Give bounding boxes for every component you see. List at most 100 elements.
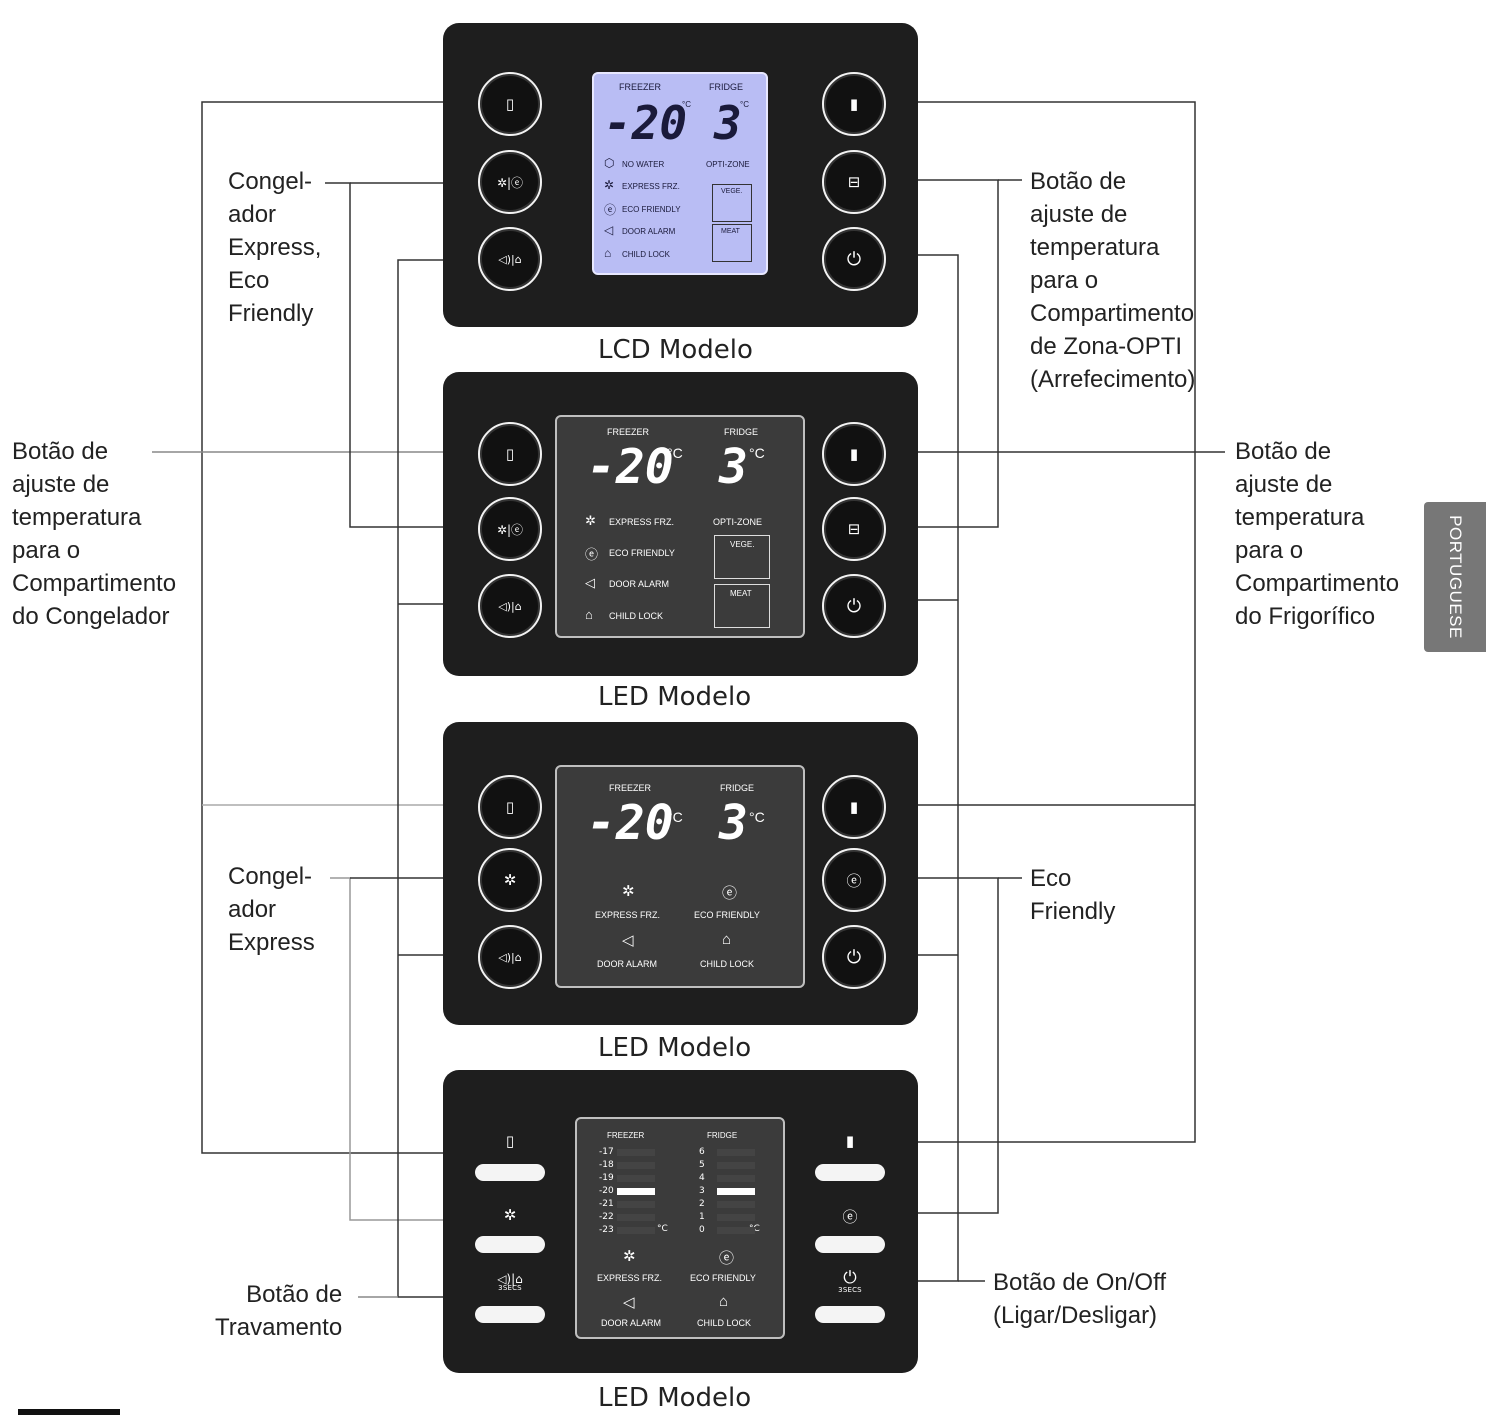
power-button[interactable] [815,1306,885,1323]
eco-friendly-label: ECO FRIENDLY [609,548,675,558]
freezer-level-bar [617,1188,655,1195]
annotation-express-eco: Congel- ador Express, Eco Friendly [228,168,322,327]
alarm-lock-button[interactable]: ◁)|⌂ [478,227,542,291]
power-button[interactable]: ⏻ [822,574,886,638]
eco-button[interactable]: ⓔ [822,848,886,912]
caption-lcd: LCD Modelo [598,335,753,365]
express-eco-button[interactable]: ✲|ⓔ [478,497,542,561]
opti-zone-button[interactable]: ⊟ [822,150,886,214]
power-button[interactable]: ⏻ [822,925,886,989]
freezer-icon: ▯ [505,445,515,463]
fridge-temp: 3 [719,439,748,495]
hold-label: 3SECS [498,1284,522,1292]
fridge-temp-button[interactable]: ▮ [822,422,886,486]
freezer-temp-button[interactable]: ▯ [478,72,542,136]
freezer-unit: °C [667,809,683,825]
no-water-label: NO WATER [622,160,665,169]
led-display: FREEZER FRIDGE -20 °C 3 °C ✲ EXPRESS FRZ… [555,415,805,638]
opti-zone-label: OPTI-ZONE [706,160,750,169]
door-alarm-label: DOOR ALARM [597,959,658,969]
alarm-lock-button[interactable] [475,1306,545,1323]
lock-icon: ⌂ [722,931,732,948]
opti-zone-icon: ⊟ [847,173,861,191]
freezer-temp-button[interactable]: ▯ [478,422,542,486]
lock-icon: ⌂ [719,1293,729,1310]
annotation-express: Congel- ador Express [228,863,315,956]
freezer-level-label: -17 [599,1147,614,1157]
speaker-icon: ◁ [622,932,634,949]
freezer-label: FREEZER [609,783,652,793]
speaker-lock-icon: ◁)|⌂3SECS [475,1272,545,1292]
speaker-lock-icon: ◁)|⌂ [498,599,522,613]
freezer-temp-button[interactable] [475,1164,545,1181]
freezer-level-bar [617,1214,655,1221]
eco-icon: ⓔ [719,1250,735,1267]
led-panel-1: ▯ ✲|ⓔ ◁)|⌂ ▮ ⊟ ⏻ FREEZER FRIDGE -20 °C 3… [443,372,918,676]
fridge-label: FRIDGE [720,783,755,793]
eco-friendly-label: ECO FRIENDLY [690,1273,756,1283]
fridge-icon: ▮ [849,445,859,463]
caption-led-2: LED Modelo [598,1033,752,1063]
led-bar-display: FREEZER FRIDGE °C °C ✲ EXPRESS FRZ. ⓔ EC… [575,1117,785,1339]
fridge-level-bar [717,1149,755,1156]
fridge-level-bar [717,1188,755,1195]
freezer-temp-button[interactable]: ▯ [478,775,542,839]
freezer-level-bar [617,1227,655,1234]
alarm-lock-button[interactable]: ◁)|⌂ [478,574,542,638]
speaker-icon: ◁ [585,575,595,590]
fridge-temp-button[interactable] [815,1164,885,1181]
fridge-temp-button[interactable]: ▮ [822,72,886,136]
freezer-level-bar [617,1175,655,1182]
freezer-unit: °C [657,1224,668,1234]
speaker-lock-icon: ◁)|⌂ [498,252,522,266]
eco-icon: ⓔ [585,547,599,562]
child-lock-label: CHILD LOCK [700,959,755,969]
freezer-icon: ▯ [505,95,515,113]
fridge-level-label: 4 [699,1173,705,1183]
freezer-level-label: -19 [599,1173,614,1183]
express-button[interactable] [475,1236,545,1253]
freezer-label: FREEZER [607,1131,645,1140]
fridge-label: FRIDGE [724,427,759,437]
eco-friendly-label: ECO FRIENDLY [622,205,681,214]
freezer-unit: °C [667,445,683,461]
fridge-icon: ▮ [849,798,859,816]
door-alarm-label: DOOR ALARM [609,579,670,589]
express-frz-label: EXPRESS FRZ. [597,1273,663,1283]
opti-zone-button[interactable]: ⊟ [822,497,886,561]
express-eco-button[interactable]: ✲|ⓔ [478,150,542,214]
eco-button[interactable] [815,1236,885,1253]
fridge-level-bar [717,1214,755,1221]
annotation-freezer-temp: Botão de ajuste de temperatura para o Co… [12,438,177,630]
meat-box: MEAT [712,224,752,262]
fridge-temp-button[interactable]: ▮ [822,775,886,839]
power-button[interactable]: ⏻ [822,227,886,291]
freezer-level-label: -21 [599,1199,614,1209]
power-icon: ⏻ [846,946,862,968]
snowflake-icon: ✲ [503,871,517,889]
lcd-display: FREEZER FRIDGE -20 °C 3 °C NO WATER OPTI… [592,72,768,275]
annotation-onoff: Botão de On/Off (Ligar/Desligar) [993,1269,1167,1329]
express-icon: ✲ [604,178,615,192]
freezer-temp: -20 [587,439,674,495]
freezer-icon: ▯ [505,798,515,816]
alarm-lock-button[interactable]: ◁)|⌂ [478,925,542,989]
eco-icon: ⓔ [722,885,738,902]
fridge-level-bar [717,1162,755,1169]
snowflake-eco-icon: ✲|ⓔ [496,522,524,537]
freezer-level-bar [617,1149,655,1156]
eco-icon: ⓔ [842,1208,858,1226]
fridge-unit: °C [749,809,765,825]
fridge-icon: ▮ [849,95,859,113]
freezer-level-bar [617,1201,655,1208]
express-icon: ✲ [623,1248,636,1265]
freezer-level-bar [617,1162,655,1169]
fridge-level-bar [717,1227,755,1234]
fridge-level-label: 5 [699,1160,705,1170]
power-icon: ⏻ [846,248,862,270]
lock-icon: ⌂ [604,246,612,260]
express-button[interactable]: ✲ [478,848,542,912]
express-icon: ✲ [585,513,596,528]
fridge-temp: 3 [719,795,748,851]
